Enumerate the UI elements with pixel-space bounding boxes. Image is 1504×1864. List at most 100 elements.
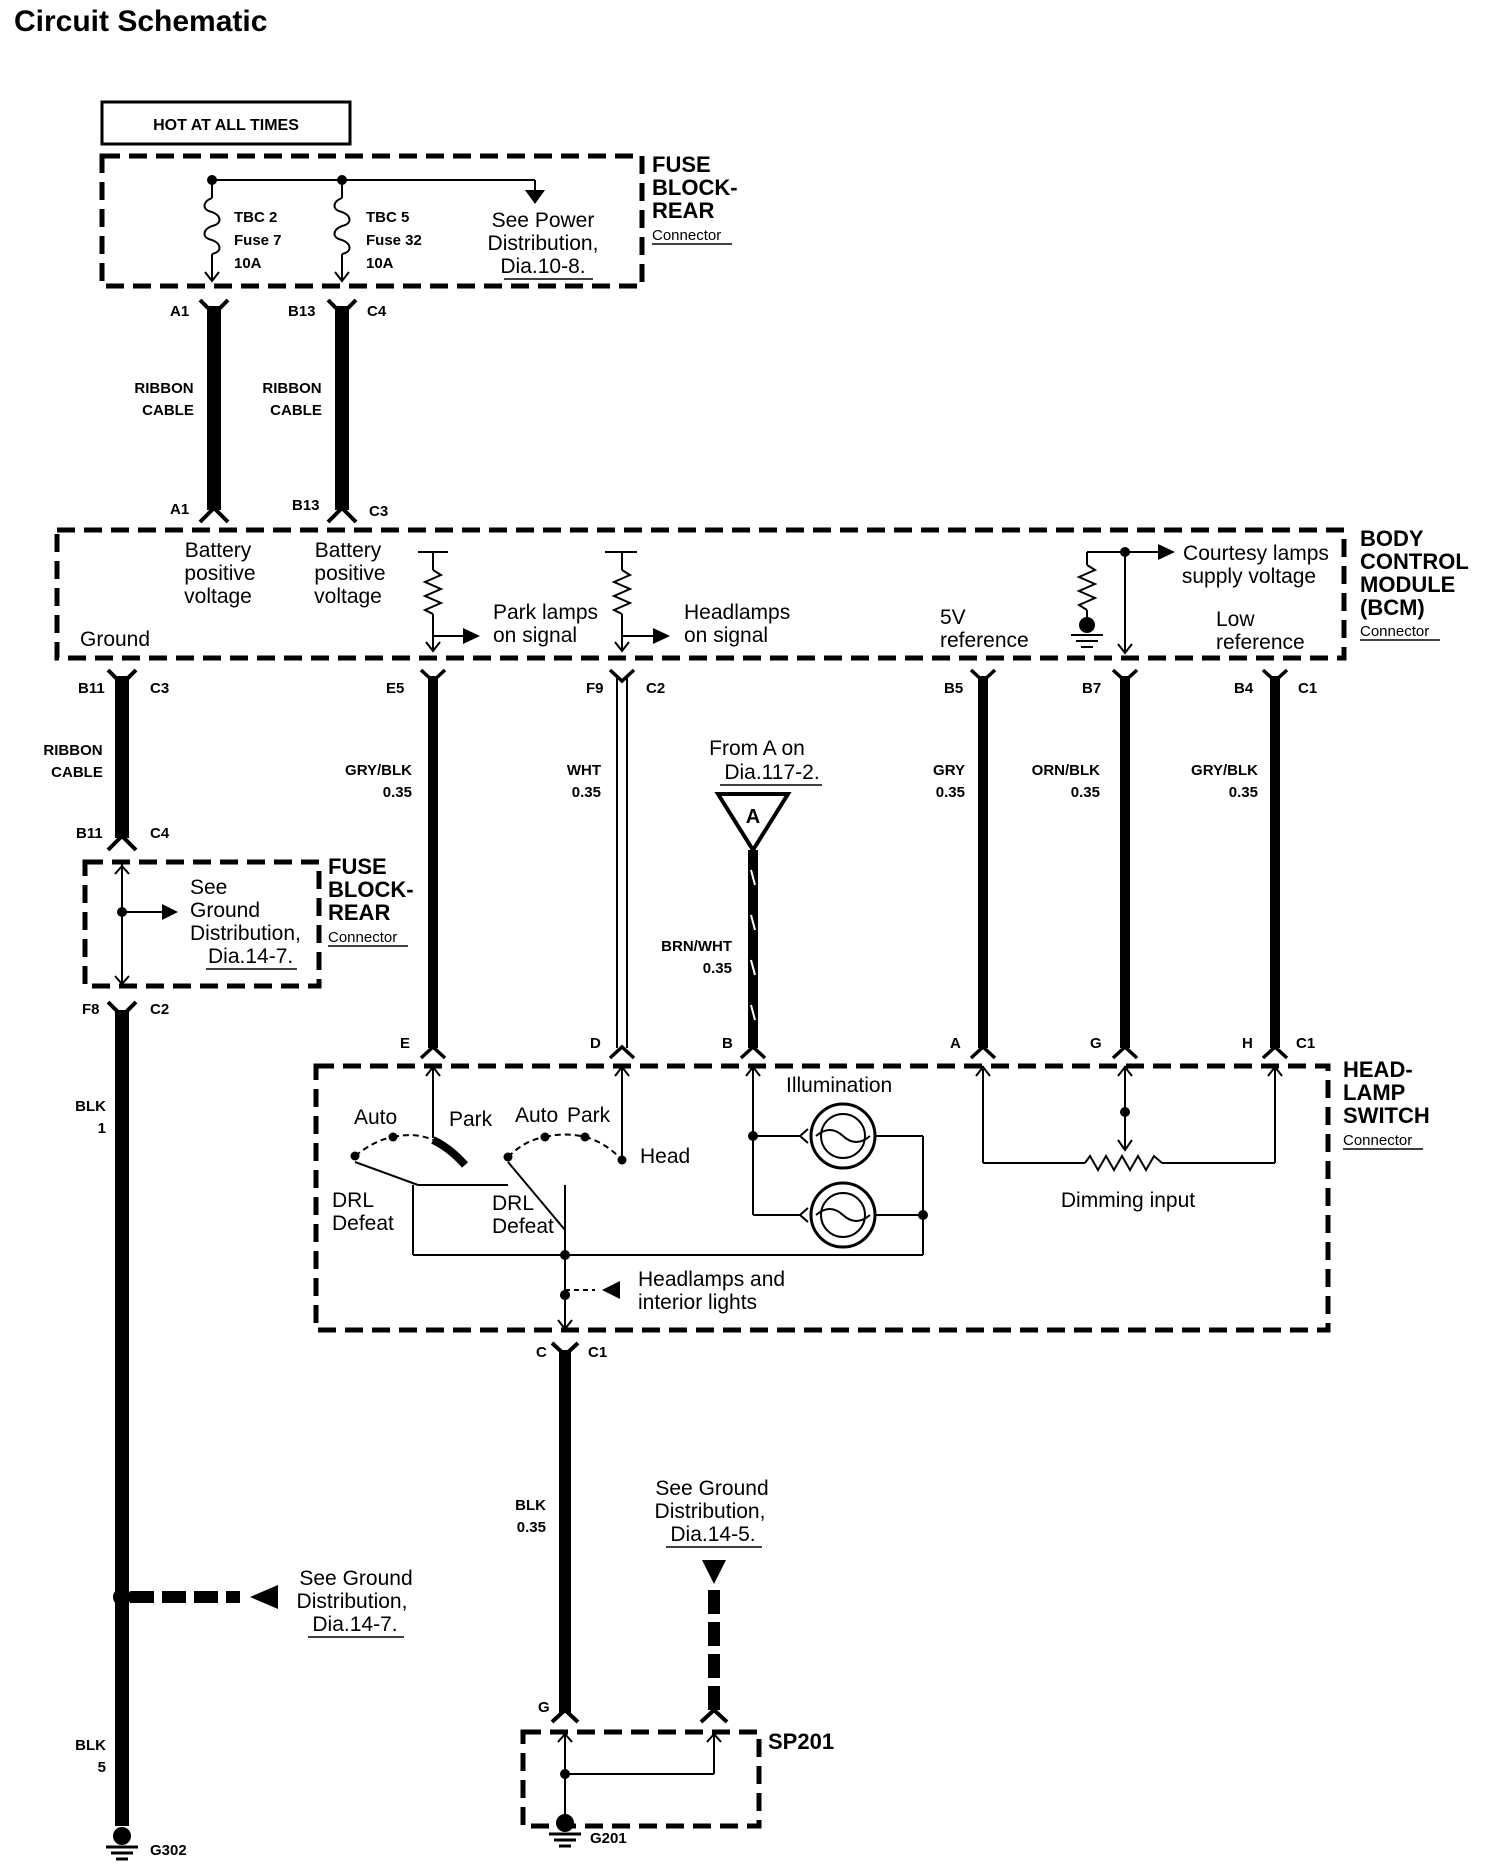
wire-label-orn-blk-1: ORN/BLK xyxy=(1032,762,1100,779)
offpage-letter: A xyxy=(746,806,760,828)
illumination-lamp-2-icon xyxy=(798,1181,877,1249)
wire-wht-f9 xyxy=(608,668,636,1060)
illumination-lamp-1-icon xyxy=(798,1102,877,1170)
pin-f9: F9 xyxy=(586,680,604,697)
wire-label-wht-1: WHT xyxy=(567,762,601,779)
switch-drl2-1: DRL xyxy=(492,1192,534,1215)
switch-headlamps-interior-2: interior lights xyxy=(638,1291,757,1314)
bcm-connector: Connector xyxy=(1360,623,1429,640)
pin-c4-b11: C4 xyxy=(150,825,170,842)
wire-brn-wht xyxy=(714,792,792,1060)
sp201-label: SP201 xyxy=(768,1729,834,1754)
ground-g302-icon xyxy=(106,1827,138,1861)
from-a-line2: Dia.117-2. xyxy=(724,761,819,784)
headlamp-switch: Auto Park Auto Park Head DRL Defeat DRL … xyxy=(313,1057,1430,1333)
wire-label-orn-blk-2: 0.35 xyxy=(1071,784,1100,801)
ribbon-cable-top xyxy=(198,298,358,524)
power-distribution-arrow-icon xyxy=(525,190,545,204)
fuse-block-top-title-2: BLOCK- xyxy=(652,175,738,200)
head-signal-resistor-icon xyxy=(605,551,670,653)
wire-gry-blk-b4 xyxy=(1261,668,1289,1060)
from-a-line1: From A on xyxy=(709,737,805,760)
pin-b11-bot: B11 xyxy=(76,825,103,842)
bcm-battery1-2: positive xyxy=(184,562,255,585)
fuse1-line3: 10A xyxy=(234,255,262,272)
switch-auto2: Auto xyxy=(515,1104,558,1127)
fuse2-line1: TBC 5 xyxy=(366,209,409,226)
ribbon1-line1: RIBBON xyxy=(134,380,193,397)
switch-title-2: LAMP xyxy=(1343,1080,1405,1105)
hot-label: HOT AT ALL TIMES xyxy=(153,117,299,134)
park-signal-resistor-icon xyxy=(418,551,480,653)
switch-headlamps-interior-1: Headlamps and xyxy=(638,1268,785,1291)
fuse-block-top-title-3: REAR xyxy=(652,198,714,223)
switch-connector: Connector xyxy=(1343,1132,1412,1149)
wire-label-blk1-2: 1 xyxy=(98,1120,106,1137)
bcm-lowref-1: Low xyxy=(1216,608,1255,631)
wire-blk-035 xyxy=(550,1341,580,1724)
g201-label: G201 xyxy=(590,1830,627,1847)
switch-illumination: Illumination xyxy=(786,1074,892,1097)
bcm-title-4: (BCM) xyxy=(1360,595,1425,620)
wire-label-gry-blk-b4-1: GRY/BLK xyxy=(1191,762,1258,779)
fuse-block-left-title-3: REAR xyxy=(328,900,390,925)
page-title: Circuit Schematic xyxy=(14,5,267,38)
headlamps-interior-arrow-icon xyxy=(602,1281,620,1299)
hot-at-all-times-box: HOT AT ALL TIMES xyxy=(100,100,352,146)
pin-b11-top: B11 xyxy=(78,680,105,697)
wire-label-gry-blk-b4-2: 0.35 xyxy=(1229,784,1258,801)
see-power-line2: Distribution, xyxy=(488,232,599,255)
pin-d: D xyxy=(590,1035,601,1052)
pin-e5: E5 xyxy=(386,680,404,697)
bcm-head-signal-2: on signal xyxy=(684,624,768,647)
bcm-park-signal-1: Park lamps xyxy=(493,601,598,624)
wire-blk-g302 xyxy=(106,1000,278,1861)
ground-dist-down-arrow-icon xyxy=(702,1560,726,1584)
ground-dist-left-arrow-icon xyxy=(250,1585,278,1609)
bcm-battery1-3: voltage xyxy=(184,585,252,608)
wire-label-gry-blk-e5-1: GRY/BLK xyxy=(345,762,412,779)
bcm-battery2-3: voltage xyxy=(314,585,382,608)
bcm-battery2-2: positive xyxy=(314,562,385,585)
fuse1-line1: TBC 2 xyxy=(234,209,277,226)
pin-g: G xyxy=(1090,1035,1102,1052)
wire-label-blk5-2: 5 xyxy=(98,1759,106,1776)
bcm-battery1-1: Battery xyxy=(185,539,252,562)
wire-label-gry-2: 0.35 xyxy=(936,784,965,801)
bcm-battery2-1: Battery xyxy=(315,539,382,562)
bcm-5v-ref-1: 5V xyxy=(940,606,966,629)
fuse-block-top-title-1: FUSE xyxy=(652,152,711,177)
fuse-block-rear-top: TBC 2 Fuse 7 10A TBC 5 Fuse 32 10A See P… xyxy=(99,152,738,289)
fuse-7-icon xyxy=(203,180,221,283)
pin-c: C xyxy=(536,1344,547,1361)
see-ground-145-2: Distribution, xyxy=(655,1500,766,1523)
wire-label-brn-wht-2: 0.35 xyxy=(703,960,732,977)
see-ground-145-1: See Ground xyxy=(655,1477,768,1500)
pin-b: B xyxy=(722,1035,733,1052)
fuse-block-left-title-1: FUSE xyxy=(328,854,387,879)
pin-a1-top: A1 xyxy=(170,303,189,320)
see-power-line3: Dia.10-8. xyxy=(500,255,585,278)
switch-drl1-1: DRL xyxy=(332,1189,374,1212)
fuse2-line3: 10A xyxy=(366,255,394,272)
wire-label-brn-wht-1: BRN/WHT xyxy=(661,938,732,955)
pin-a1-bot: A1 xyxy=(170,501,189,518)
bcm-courtesy-2: supply voltage xyxy=(1182,565,1316,588)
wire-label-blk035-1: BLK xyxy=(515,1497,546,1514)
switch-drl1-2: Defeat xyxy=(332,1212,394,1235)
pin-f8: F8 xyxy=(82,1001,100,1018)
wire-label-gry-blk-e5-2: 0.35 xyxy=(383,784,412,801)
fuse-block-top-connector: Connector xyxy=(652,227,721,244)
pin-c4-top: C4 xyxy=(367,303,387,320)
pin-g-sp: G xyxy=(538,1699,550,1716)
fuse-32-icon xyxy=(333,180,351,283)
ribbon2-line2: CABLE xyxy=(270,402,322,419)
pin-c1-h: C1 xyxy=(1296,1035,1315,1052)
pin-b5: B5 xyxy=(944,680,963,697)
ribbon2-line1: RIBBON xyxy=(262,380,321,397)
pin-b13-top: B13 xyxy=(288,303,316,320)
switch-auto1: Auto xyxy=(354,1106,397,1129)
bcm-title-2: CONTROL xyxy=(1360,549,1469,574)
fuse-block-rear-left: See Ground Distribution, Dia.14-7. FUSE … xyxy=(82,854,414,989)
